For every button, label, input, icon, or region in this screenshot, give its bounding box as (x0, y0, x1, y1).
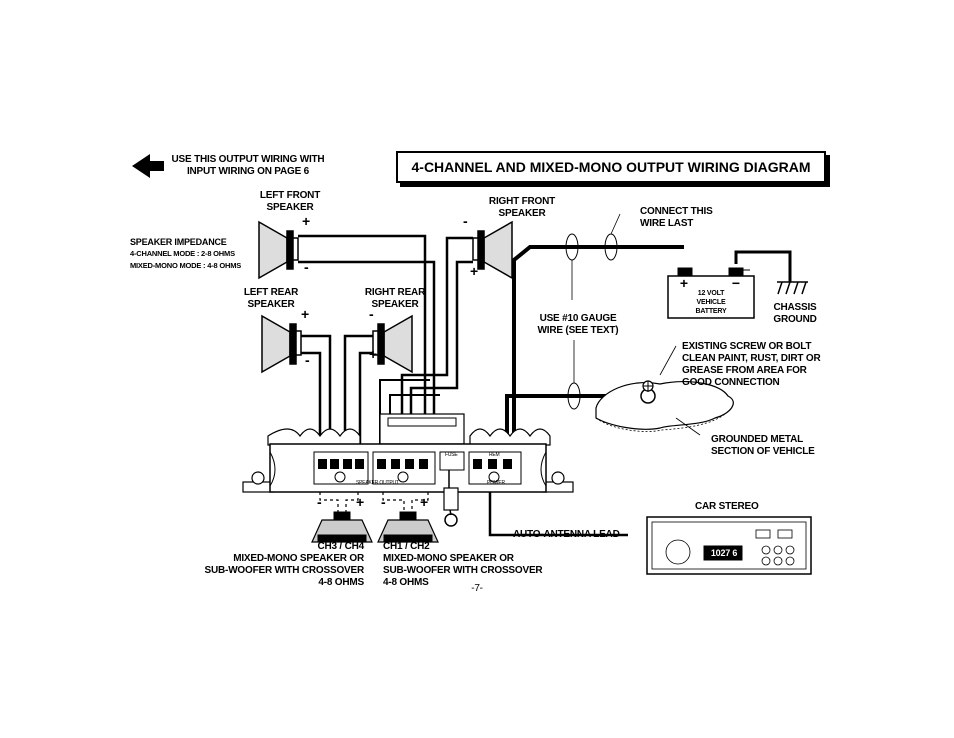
subwoofer-left (311, 511, 373, 543)
gauge-note: USE #10 GAUGE WIRE (SEE TEXT) (528, 313, 628, 337)
note-line: USE #10 GAUGE (539, 313, 617, 324)
label-line: SUB-WOOFER WITH CROSSOVER (383, 565, 543, 576)
plus-sign: + (301, 306, 310, 322)
label-line: MIXED-MONO SPEAKER OR (383, 553, 514, 564)
label-line: 4-8 OHMS (383, 577, 429, 588)
car-stereo-label: CAR STEREO (695, 501, 759, 512)
amp-fuse-label: FUSE (445, 452, 458, 458)
left-front-speaker (258, 220, 299, 280)
label-line: LEFT FRONT (259, 190, 321, 201)
impedance-line: MIXED-MONO MODE : 4-8 OHMS (130, 261, 242, 270)
impedance-heading: SPEAKER IMPEDANCE (130, 237, 227, 247)
note-line: GREASE FROM AREA FOR (682, 365, 807, 376)
impedance-note: SPEAKER IMPEDANCE 4-CHANNEL MODE : 2-8 O… (130, 236, 280, 272)
left-rear-speaker (261, 314, 302, 374)
amplifier (242, 413, 574, 493)
battery-line: 12 VOLT (697, 290, 725, 297)
label-line: SPEAKER (266, 202, 314, 213)
subwoofer-right (377, 511, 439, 543)
note-line: WIRE (SEE TEXT) (537, 325, 619, 336)
svg-text:−: − (732, 275, 740, 291)
speaker-wires (298, 234, 473, 455)
label-line: SPEAKER (247, 299, 295, 310)
input-wiring-note: USE THIS OUTPUT WIRING WITH INPUT WIRING… (162, 154, 334, 178)
diagram-title: 4-CHANNEL AND MIXED-MONO OUTPUT WIRING D… (396, 151, 826, 183)
note-line: WIRE LAST (640, 218, 694, 229)
left-front-label: LEFT FRONT SPEAKER (245, 190, 335, 214)
right-rear-label: RIGHT REAR SPEAKER (350, 287, 440, 311)
note-line: GOOD CONNECTION (682, 377, 780, 388)
label-line: SPEAKER (498, 208, 546, 219)
amp-power-label: POWER (487, 480, 505, 486)
label-line: LEFT REAR (243, 287, 299, 298)
label-line: GROUNDED METAL (711, 434, 804, 445)
screw-note: EXISTING SCREW OR BOLT CLEAN PAINT, RUST… (682, 341, 832, 389)
label-line: CH3 / CH4 (317, 541, 364, 552)
note-line: EXISTING SCREW OR BOLT (682, 341, 812, 352)
label-line: GROUND (773, 314, 817, 325)
label-line: SPEAKER (371, 299, 419, 310)
chassis-ground-label: CHASSIS GROUND (764, 302, 826, 326)
impedance-line: 4-CHANNEL MODE : 2-8 OHMS (130, 249, 235, 258)
antenna-label: AUTO-ANTENNA LEAD (513, 529, 620, 540)
connect-last-note: CONNECT THIS WIRE LAST (640, 206, 750, 230)
label-line: 4-8 OHMS (318, 577, 364, 588)
right-front-label: RIGHT FRONT SPEAKER (470, 196, 574, 220)
chassis-ground-icon (777, 281, 808, 295)
battery (667, 267, 755, 319)
page-number: -7- (471, 583, 483, 594)
minus-sign: - (305, 352, 310, 368)
plus-sign: + (470, 263, 479, 279)
label-line: MIXED-MONO SPEAKER OR (233, 553, 364, 564)
battery-line: BATTERY (695, 308, 727, 315)
note-line: INPUT WIRING ON PAGE 6 (186, 166, 310, 177)
left-rear-label: LEFT REAR SPEAKER (226, 287, 316, 311)
plus-sign: + (356, 494, 365, 510)
label-line: RIGHT REAR (364, 287, 426, 298)
right-front-speaker (472, 220, 513, 280)
minus-sign: - (369, 306, 374, 322)
label-line: CH1 / CH2 (383, 541, 430, 552)
grounded-metal-label: GROUNDED METAL SECTION OF VEHICLE (711, 434, 831, 458)
amp-terminals (318, 459, 512, 469)
sub-right-label: CH1 / CH2 MIXED-MONO SPEAKER OR SUB-WOOF… (383, 541, 553, 589)
minus-sign: - (381, 494, 386, 510)
right-rear-speaker (372, 314, 413, 374)
sub-left-label: CH3 / CH4 MIXED-MONO SPEAKER OR SUB-WOOF… (200, 541, 365, 589)
label-line: CHASSIS (773, 302, 817, 313)
minus-sign: - (317, 494, 322, 510)
note-line: CLEAN PAINT, RUST, DIRT OR (682, 353, 821, 364)
svg-text:+: + (680, 275, 688, 291)
minus-sign: - (463, 213, 468, 229)
battery-line: VEHICLE (696, 299, 726, 306)
amp-speaker-output-label: SPEAKER OUTPUT (356, 480, 399, 486)
minus-sign: - (304, 259, 309, 275)
arrow-left-icon (132, 154, 164, 178)
plus-sign: + (302, 213, 311, 229)
plus-sign: + (420, 494, 429, 510)
stereo-display: 1027 6 (710, 548, 738, 558)
car-stereo (646, 516, 812, 575)
note-line: CONNECT THIS (640, 206, 713, 217)
plus-sign: + (369, 346, 378, 362)
note-line: USE THIS OUTPUT WIRING WITH (171, 154, 325, 165)
battery-label: 12 VOLT VEHICLE BATTERY (670, 289, 752, 316)
amp-rem-label: REM (489, 452, 500, 458)
label-line: SUB-WOOFER WITH CROSSOVER (204, 565, 365, 576)
label-line: SECTION OF VEHICLE (711, 446, 815, 457)
label-line: RIGHT FRONT (488, 196, 556, 207)
